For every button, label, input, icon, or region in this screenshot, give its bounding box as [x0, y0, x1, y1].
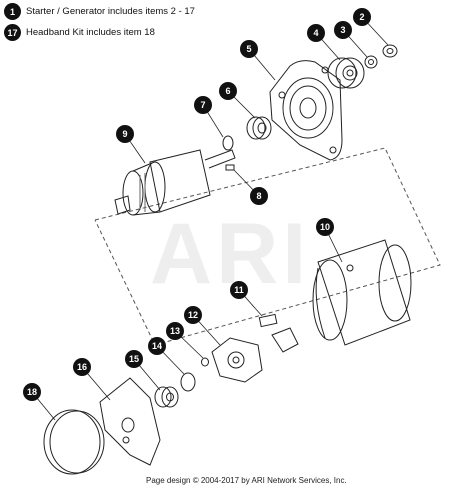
part-headband	[43, 409, 105, 475]
part-pulley	[327, 57, 365, 89]
part-key	[225, 164, 235, 171]
callout-11[interactable]: 11	[230, 281, 248, 299]
note-starter-generator: 1 Starter / Generator includes items 2 -…	[4, 3, 195, 20]
copyright-footer: Page design © 2004-2017 by ARI Network S…	[146, 476, 347, 485]
note-text: Headband Kit includes item 18	[26, 27, 155, 38]
note-headband-kit: 17 Headband Kit includes item 18	[4, 24, 155, 41]
callout-12[interactable]: 12	[184, 306, 202, 324]
part-snap-ring	[180, 372, 196, 392]
callout-6[interactable]: 6	[219, 82, 237, 100]
part-ring	[222, 135, 234, 151]
note-text: Starter / Generator includes items 2 - 1…	[26, 6, 195, 17]
callout-8[interactable]: 8	[250, 187, 268, 205]
part-small-washer	[201, 357, 209, 367]
ari-watermark: ARI	[150, 206, 311, 302]
callout-3[interactable]: 3	[334, 21, 352, 39]
note-badge: 1	[4, 3, 21, 20]
part-armature	[114, 149, 236, 216]
note-badge: 17	[4, 24, 21, 41]
part-washer	[364, 55, 378, 69]
part-brush	[258, 313, 299, 353]
part-bearing	[246, 116, 272, 140]
callout-13[interactable]: 13	[166, 322, 184, 340]
callout-2[interactable]: 2	[353, 8, 371, 26]
callout-15[interactable]: 15	[125, 350, 143, 368]
part-brush-holder	[211, 337, 263, 383]
callout-18[interactable]: 18	[23, 383, 41, 401]
callout-10[interactable]: 10	[316, 218, 334, 236]
callout-5[interactable]: 5	[240, 40, 258, 58]
part-housing	[312, 239, 412, 346]
part-rear-bearing	[154, 386, 179, 408]
callout-14[interactable]: 14	[148, 337, 166, 355]
callout-16[interactable]: 16	[73, 358, 91, 376]
assembly-outline	[94, 147, 441, 346]
part-end-cover	[99, 377, 161, 466]
callout-7[interactable]: 7	[194, 96, 212, 114]
callout-4[interactable]: 4	[307, 24, 325, 42]
part-nut	[382, 44, 398, 58]
part-end-bracket	[269, 60, 343, 161]
callout-9[interactable]: 9	[116, 125, 134, 143]
